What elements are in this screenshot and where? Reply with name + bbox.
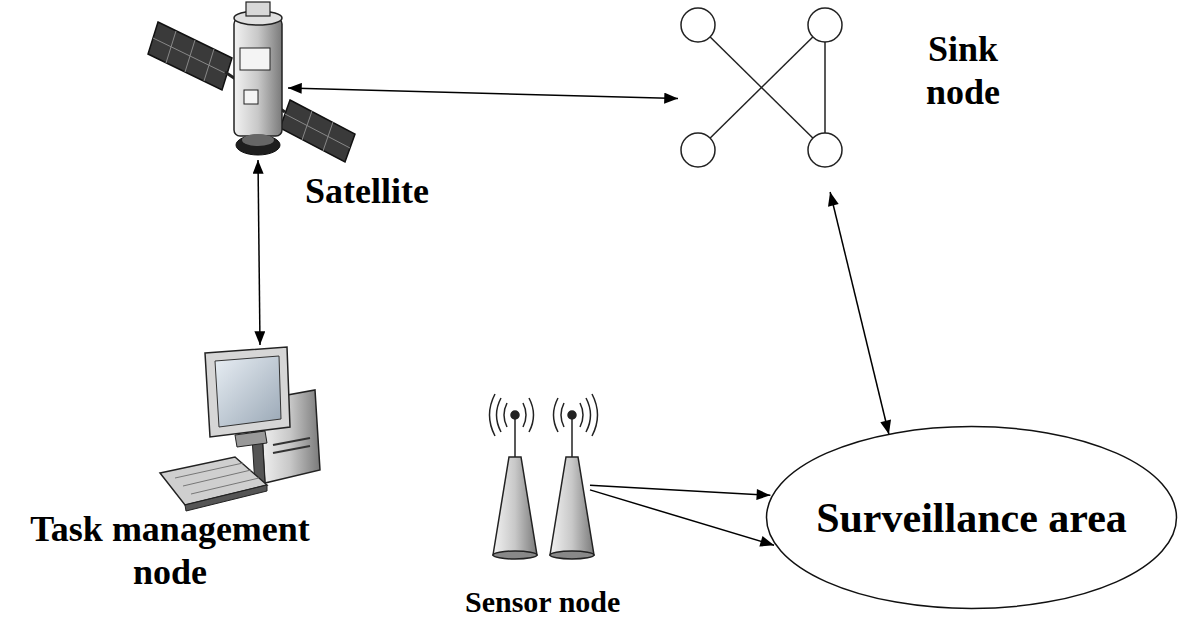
node-label: Task management node bbox=[10, 508, 330, 594]
satellite-node: Satellite bbox=[140, 0, 480, 215]
connector-arrow bbox=[590, 485, 770, 495]
connector-arrow bbox=[830, 192, 889, 434]
sink-node: Sink node bbox=[675, 0, 1027, 195]
area-label: Surveillance area bbox=[816, 494, 1127, 542]
sensor-antenna-icon bbox=[490, 394, 598, 559]
node-label: Sink node bbox=[903, 28, 1023, 114]
sensor-node: Sensor node bbox=[455, 390, 685, 626]
surveillance-area: Surveillance area bbox=[765, 425, 1178, 610]
node-label: Sensor node bbox=[465, 584, 620, 620]
connector-arrow bbox=[590, 490, 774, 545]
satellite-icon bbox=[148, 2, 355, 162]
sink-graph-icon bbox=[681, 8, 842, 167]
task-management-node: Task management node bbox=[0, 340, 345, 625]
connector-arrow bbox=[288, 88, 678, 99]
computer-icon bbox=[160, 347, 320, 511]
connector-arrow bbox=[258, 160, 260, 345]
node-label: Satellite bbox=[305, 170, 429, 213]
